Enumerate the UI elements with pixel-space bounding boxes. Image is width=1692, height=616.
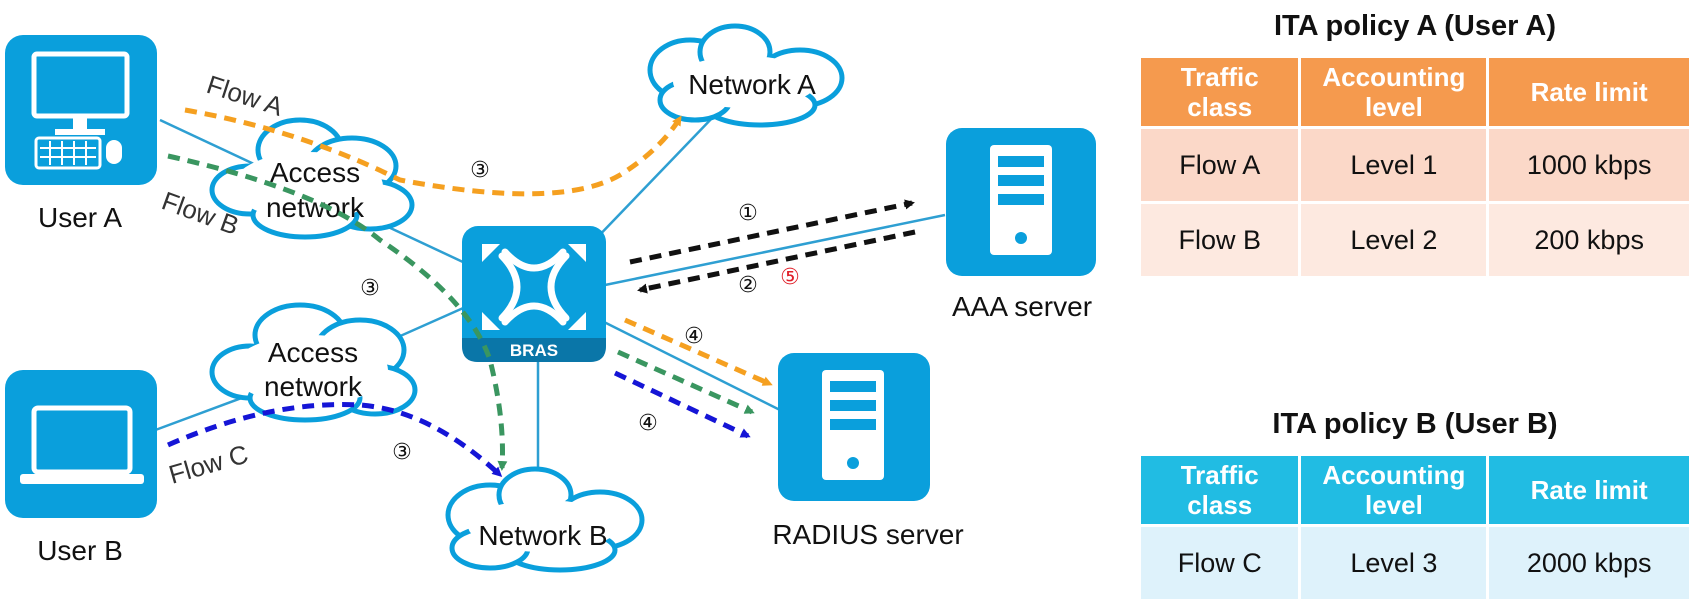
policy-b-table: Traffic class Accounting level Rate limi… — [1138, 453, 1692, 602]
radius-server-icon[interactable] — [778, 353, 930, 501]
step-4-lower: ④ — [638, 411, 658, 436]
user-b-label: User B — [37, 535, 123, 566]
radius-server-label: RADIUS server — [772, 519, 963, 550]
header-rate-limit: Rate limit — [1489, 456, 1689, 524]
computer-icon[interactable] — [5, 35, 157, 185]
flow-a-arrow — [184, 107, 683, 197]
table-header-row: Traffic class Accounting level Rate limi… — [1141, 58, 1689, 126]
header-traffic-class: Traffic class — [1141, 58, 1299, 126]
access-network-top-label-2: network — [266, 192, 365, 223]
link-bras-radius — [599, 318, 791, 417]
radius-blue-arrow — [613, 370, 751, 439]
flow-c-arrow — [166, 402, 503, 478]
response-arrow-to-bras — [637, 229, 916, 294]
table-header-row: Traffic class Accounting level Rate limi… — [1141, 456, 1689, 524]
link-bras-aaa — [604, 213, 946, 287]
policy-a-table: Traffic class Accounting level Rate limi… — [1138, 55, 1692, 279]
step-3-flow-a: ③ — [470, 158, 490, 183]
step-1: ① — [738, 201, 758, 226]
user-a-label: User A — [38, 202, 122, 233]
bras-label: BRAS — [510, 341, 558, 360]
step-4-upper: ④ — [684, 324, 704, 349]
aaa-server-icon[interactable] — [946, 128, 1096, 276]
ita-policy-b: ITA policy B (User B) Traffic class Acco… — [1138, 408, 1692, 602]
aaa-server-label: AAA server — [952, 291, 1092, 322]
access-network-top-label-1: Access — [270, 157, 360, 188]
policy-b-title: ITA policy B (User B) — [1272, 408, 1558, 440]
header-accounting-level: Accounting level — [1301, 58, 1487, 126]
ita-policy-a: ITA policy A (User A) Traffic class Acco… — [1138, 10, 1692, 279]
router-icon[interactable] — [462, 226, 606, 362]
step-2: ② — [738, 273, 758, 298]
network-a-label: Network A — [688, 69, 816, 100]
step-5: ⑤ — [780, 265, 800, 290]
access-network-bottom-cloud — [209, 302, 418, 423]
network-b-label: Network B — [478, 520, 607, 551]
link-bras-networka — [589, 114, 716, 246]
cell-accounting-level: Level 3 — [1301, 527, 1487, 599]
cell-rate-limit: 2000 kbps — [1489, 527, 1689, 599]
header-rate-limit: Rate limit — [1489, 58, 1689, 126]
cell-rate-limit: 200 kbps — [1489, 204, 1689, 276]
step-3-flow-b: ③ — [360, 276, 380, 301]
cell-accounting-level: Level 2 — [1301, 204, 1487, 276]
cell-traffic-class: Flow C — [1141, 527, 1299, 599]
laptop-icon[interactable] — [5, 370, 157, 518]
network-a-cloud — [647, 23, 845, 128]
request-arrow-to-aaa — [629, 199, 915, 265]
radius-green-arrow — [616, 349, 755, 415]
network-diagram: User A User B Access network Access netw… — [5, 23, 1096, 573]
flow-b-arrow — [167, 153, 508, 471]
radius-orange-arrow — [623, 317, 773, 387]
step-3-flow-c: ③ — [392, 440, 412, 465]
header-traffic-class: Traffic class — [1141, 456, 1299, 524]
flow-c-label: Flow C — [165, 439, 251, 490]
table-row: Flow A Level 1 1000 kbps — [1141, 129, 1689, 201]
header-accounting-level: Accounting level — [1301, 456, 1487, 524]
cell-traffic-class: Flow A — [1141, 129, 1299, 201]
table-row: Flow C Level 3 2000 kbps — [1141, 527, 1689, 599]
access-network-bottom-label-2: network — [264, 371, 363, 402]
access-network-top-cloud — [209, 117, 415, 240]
table-row: Flow B Level 2 200 kbps — [1141, 204, 1689, 276]
step-markers: ③ ③ ③ ① ② ⑤ ④ ④ — [360, 158, 800, 465]
policy-a-title: ITA policy A (User A) — [1274, 10, 1556, 42]
access-network-bottom-label-1: Access — [268, 337, 358, 368]
cell-accounting-level: Level 1 — [1301, 129, 1487, 201]
network-b-cloud — [445, 466, 645, 573]
cell-rate-limit: 1000 kbps — [1489, 129, 1689, 201]
cell-traffic-class: Flow B — [1141, 204, 1299, 276]
